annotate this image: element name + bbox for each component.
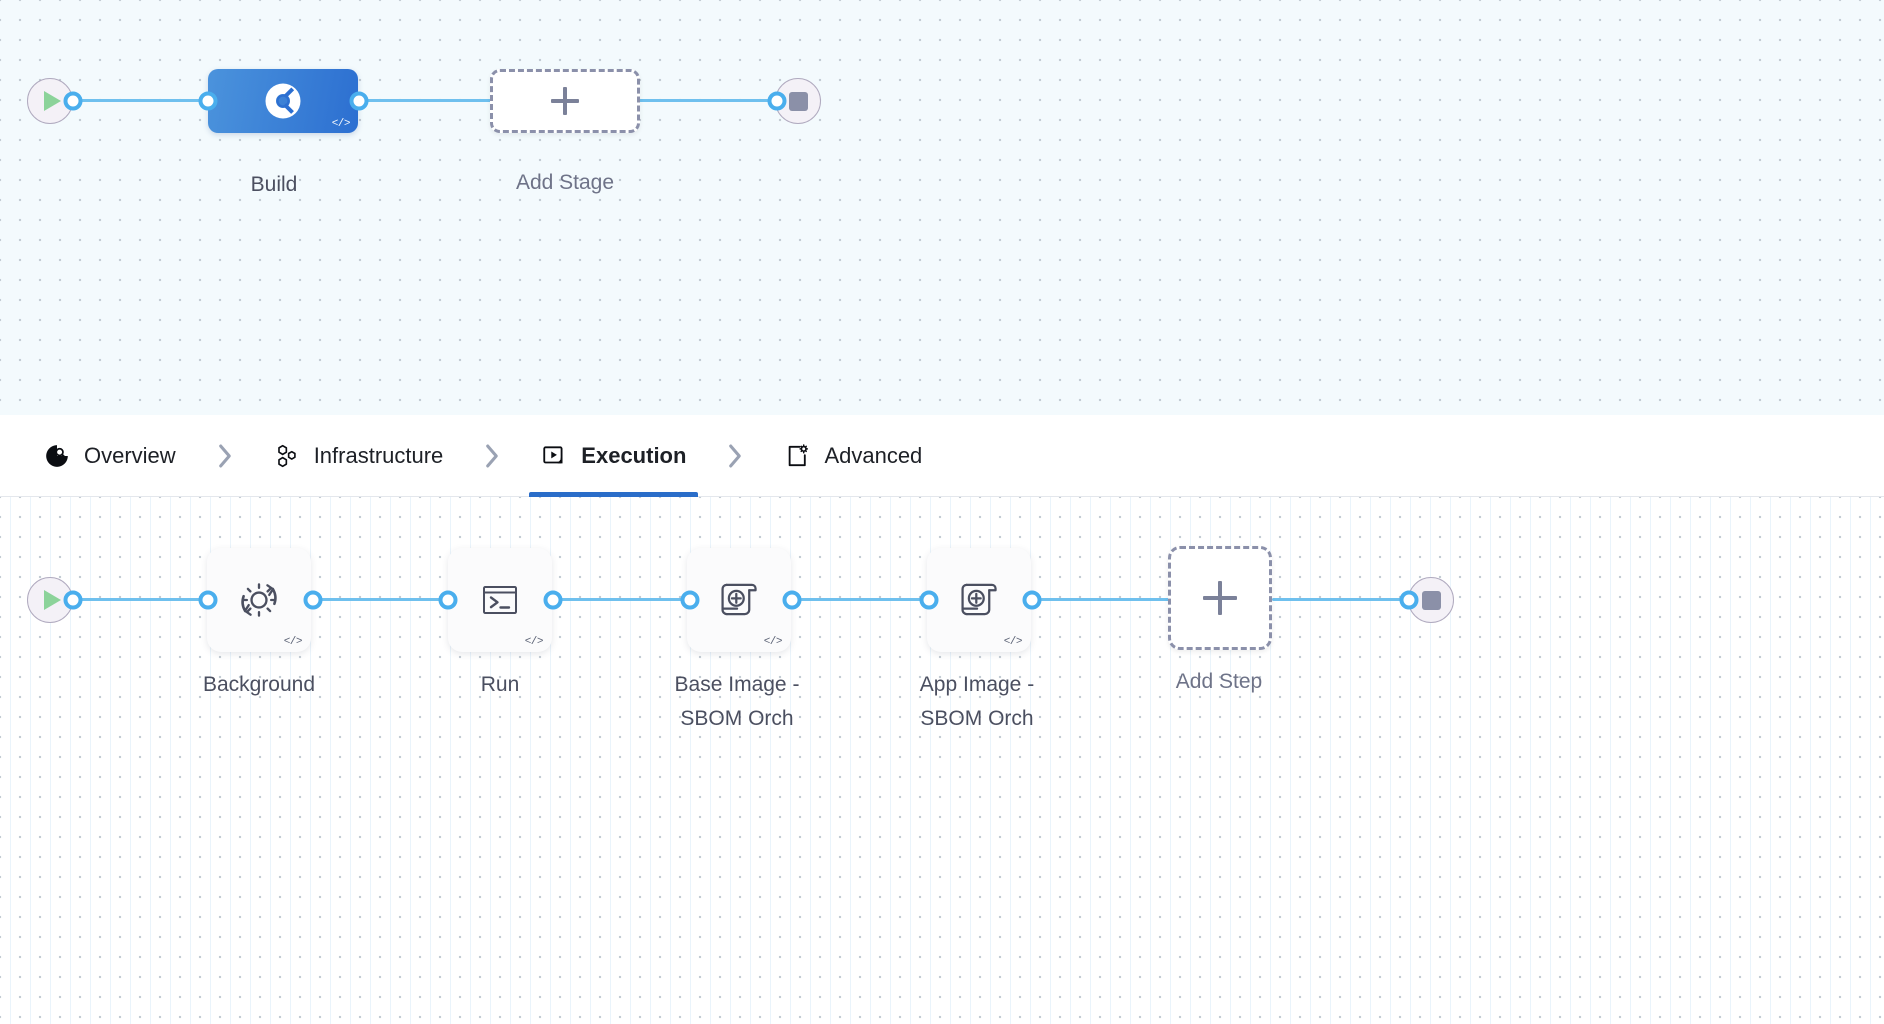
edge-build-to-addstage	[358, 99, 498, 102]
play-box-icon	[543, 445, 563, 463]
scroll-plus-icon	[961, 583, 997, 616]
edge-start-to-build	[72, 99, 212, 102]
yaml-code-badge: </>	[283, 636, 303, 648]
yaml-code-badge: </>	[524, 636, 544, 648]
connector-dot-app-sbom-in	[919, 590, 939, 610]
connector-dot-background-out	[303, 590, 323, 610]
step-label-app-image-sbom: App Image - SBOM Orch	[919, 673, 1035, 730]
yaml-code-badge: </>	[1003, 636, 1023, 648]
connector-dot-app-sbom-out	[1022, 590, 1042, 610]
edge-addstage-to-end	[639, 99, 779, 102]
step-label-run: Run	[480, 673, 520, 696]
chevron-right-icon	[486, 444, 499, 467]
connector-dot-build-in	[198, 91, 218, 111]
add-step-label: Add Step	[1175, 670, 1263, 693]
pie-chart-icon	[46, 444, 68, 467]
file-gear-icon	[789, 443, 809, 466]
tab-infrastructure-label: Infrastructure	[313, 442, 444, 468]
plus-icon	[551, 87, 579, 115]
terminal-icon	[483, 586, 517, 614]
connector-dot-background-in	[198, 590, 218, 610]
tab-separator-3	[714, 439, 756, 473]
add-stage-label: Add Stage	[515, 171, 615, 194]
chevron-right-icon	[729, 444, 742, 467]
connector-dot-run-out	[543, 590, 563, 610]
chevron-right-icon	[218, 444, 231, 467]
edge-run-to-base-sbom	[552, 598, 690, 601]
stop-icon	[788, 91, 808, 111]
edge-app-sbom-to-add-step	[1031, 598, 1171, 601]
add-stage-button[interactable]	[490, 69, 640, 133]
edge-add-step-to-end	[1272, 598, 1412, 601]
step-label-base-image-sbom: Base Image - SBOM Orch	[674, 673, 800, 730]
edge-base-to-app-sbom	[791, 598, 929, 601]
tab-separator-2	[471, 439, 513, 473]
step-node-run[interactable]: </>	[448, 548, 552, 652]
edge-start-to-background	[72, 598, 210, 601]
connector-dot-exec-end-in	[1399, 590, 1419, 610]
tab-advanced[interactable]: Advanced	[756, 415, 950, 497]
yaml-code-badge: </>	[763, 636, 783, 648]
tab-execution[interactable]: Execution	[513, 415, 714, 497]
harness-ci-icon	[265, 83, 301, 119]
tab-overview-label: Overview	[84, 442, 176, 468]
tab-advanced-label: Advanced	[824, 442, 923, 468]
play-icon	[43, 91, 61, 111]
connector-dot-exec-start-out	[63, 590, 83, 610]
connector-dot-run-in	[438, 590, 458, 610]
stop-icon	[1421, 590, 1441, 610]
scroll-plus-icon	[721, 583, 757, 616]
plus-icon	[1203, 581, 1237, 615]
connector-dot-base-sbom-in	[680, 590, 700, 610]
edge-background-to-run	[313, 598, 450, 601]
connector-dot-base-sbom-out	[782, 590, 802, 610]
play-icon	[43, 590, 61, 610]
connector-dot-start-out	[63, 91, 83, 111]
stage-config-tabbar: Overview Infrastructure	[0, 415, 1884, 497]
gear-refresh-icon	[241, 583, 277, 617]
step-node-base-image-sbom[interactable]: </>	[687, 548, 791, 652]
step-graph-canvas[interactable]: </> Background </> Run	[0, 497, 1884, 1024]
add-step-button[interactable]	[1168, 546, 1272, 650]
step-node-background[interactable]: </>	[207, 548, 311, 652]
tab-execution-label: Execution	[581, 442, 687, 468]
step-node-app-image-sbom[interactable]: </>	[927, 548, 1031, 652]
connector-dot-build-out	[349, 91, 369, 111]
connector-dot-end-in	[767, 91, 787, 111]
stage-node-build[interactable]: </>	[208, 69, 358, 133]
tab-infrastructure[interactable]: Infrastructure	[246, 415, 472, 497]
hexagons-icon	[277, 444, 296, 467]
step-label-background: Background	[202, 673, 316, 696]
tab-overview[interactable]: Overview	[16, 415, 204, 497]
tab-separator-1	[204, 439, 246, 473]
stage-graph-canvas[interactable]: </> Build Add Stage	[0, 0, 1884, 415]
yaml-code-badge: </>	[331, 118, 351, 130]
stage-label-build: Build	[250, 173, 298, 196]
